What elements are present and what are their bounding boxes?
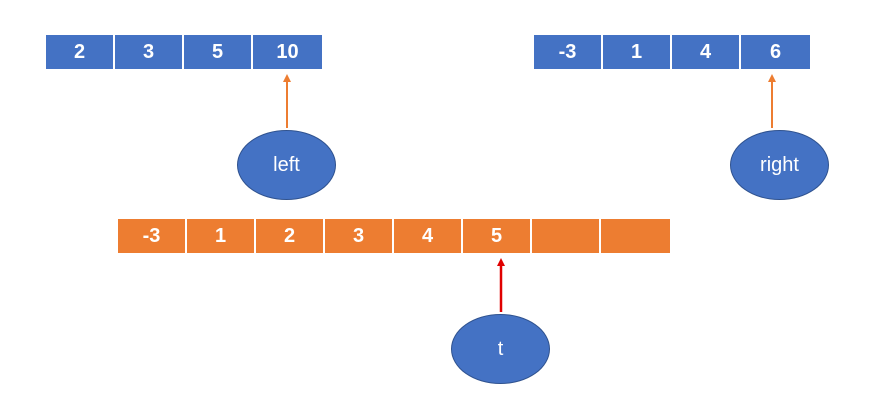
merged-array-cell [601,219,670,253]
merged-array-cell: 5 [463,219,532,253]
right-array-cell: 4 [672,35,741,69]
right-array: -3 1 4 6 [534,35,810,69]
right-pointer-bubble: right [730,130,829,200]
merged-array-cell: -3 [118,219,187,253]
merged-array: -3 1 2 3 4 5 [118,219,670,253]
right-array-cell: -3 [534,35,603,69]
left-array: 2 3 5 10 [46,35,322,69]
left-array-cell: 3 [115,35,184,69]
merged-array-cell: 2 [256,219,325,253]
merged-array-cell: 4 [394,219,463,253]
merged-array-cell: 3 [325,219,394,253]
t-pointer-bubble: t [451,314,550,384]
merged-array-cell: 1 [187,219,256,253]
merged-array-cell [532,219,601,253]
right-array-cell: 6 [741,35,810,69]
left-array-cell: 2 [46,35,115,69]
right-array-cell: 1 [603,35,672,69]
left-array-cell: 10 [253,35,322,69]
left-array-cell: 5 [184,35,253,69]
left-pointer-bubble: left [237,130,336,200]
